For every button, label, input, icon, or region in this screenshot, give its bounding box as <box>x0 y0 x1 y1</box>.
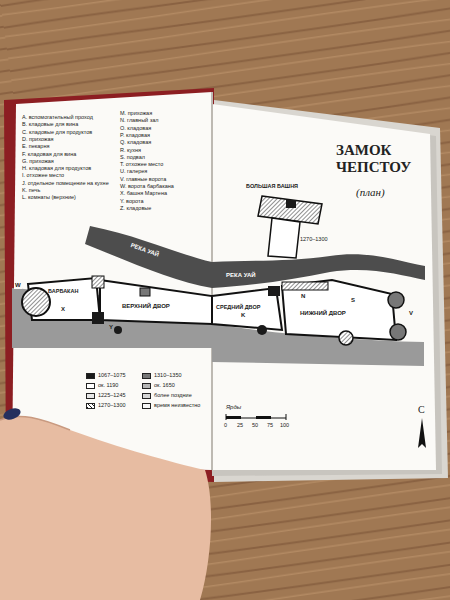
legend-swatch <box>86 383 95 389</box>
legend-text: 1067–1075 <box>98 372 126 378</box>
legend-text: 1310–1350 <box>154 372 182 378</box>
scale-label: 75 <box>267 422 273 428</box>
key-entry: Y. ворота <box>120 198 143 204</box>
key-entry: N. главный зал <box>120 117 158 123</box>
north-mark: С <box>418 404 425 416</box>
legend-text: время неизвестно <box>154 402 200 408</box>
key-entry: W. ворота барбакана <box>120 183 174 189</box>
key-entry: O. кладовая <box>120 125 151 131</box>
key-entry: J. отдельное помещение на кухне <box>22 180 109 186</box>
legend-text: более поздние <box>154 392 192 398</box>
key-entry: I. отхожее место <box>22 172 64 178</box>
subtitle: (план) <box>356 186 385 199</box>
key-entry: V. главные ворота <box>120 176 166 182</box>
legend-text: ок. 1650 <box>154 382 175 388</box>
key-entry: S. подвал <box>120 154 145 160</box>
legend-swatch <box>142 393 151 399</box>
scale-label: 100 <box>280 422 289 428</box>
key-entry: H. кладовая для продуктов <box>22 165 91 171</box>
legend-text: 1225–1245 <box>98 392 126 398</box>
key-entry: U. галерея <box>120 168 147 174</box>
key-entry: G. прихожая <box>22 158 54 164</box>
map-title: ЗАМОК ЧЕПСТОУ <box>336 142 426 177</box>
key-entry: R. кухня <box>120 147 141 153</box>
area-label: БАРБАКАН <box>48 288 78 294</box>
area-label: ВЕРХНИЙ ДВОР <box>122 303 170 310</box>
key-entry: D. прихожая <box>22 136 54 142</box>
key-entry: P. кладовая <box>120 132 150 138</box>
scale-label: 50 <box>252 422 258 428</box>
area-label: РЕКА УАЙ <box>226 272 256 279</box>
callout-letter: X <box>60 306 66 313</box>
area-label: СРЕДНИЙ ДВОР <box>216 304 260 310</box>
legend-swatch <box>142 403 151 409</box>
legend-swatch <box>86 393 95 399</box>
key-entry: C. кладовые для продуктов <box>22 129 92 135</box>
scale-label: 25 <box>237 422 243 428</box>
key-entry: F. кладовая для вина <box>22 151 76 157</box>
key-entry: T. отхожее место <box>120 161 163 167</box>
callout-letter: K <box>240 312 246 319</box>
legend-text: 1270–1300 <box>98 402 126 408</box>
legend-swatch <box>142 373 151 379</box>
key-entry: E. пекарня <box>22 143 49 149</box>
key-entry: A. вспомогательный проход <box>22 114 93 120</box>
key-entry: X. башня Мартена <box>120 190 167 196</box>
scale-label: 0 <box>224 422 227 428</box>
legend-swatch <box>86 373 95 379</box>
key-entry: L. комнаты (верхние) <box>22 194 76 200</box>
key-entry: Q. кладовая <box>120 139 151 145</box>
legend-swatch <box>86 403 95 409</box>
area-label: НИЖНИЙ ДВОР <box>300 310 346 317</box>
callout-letter: N <box>300 293 306 300</box>
area-label: БОЛЬШАЯ БАШНЯ <box>246 183 298 189</box>
key-entry: K. печь <box>22 187 40 193</box>
legend-swatch <box>142 383 151 389</box>
key-entry: M. прихожая <box>120 110 152 116</box>
callout-letter: Y <box>108 324 114 331</box>
key-entry: B. кладовые для вина <box>22 121 78 127</box>
key-entry: Z. кладовые <box>120 205 151 211</box>
legend-text: ок. 1190 <box>98 382 118 388</box>
callout-letter: S <box>350 297 356 304</box>
area-label: 1270–1300 <box>300 236 328 242</box>
callout-letter: V <box>408 310 414 317</box>
callout-letter: W <box>14 282 22 289</box>
scale-label: Ярды <box>226 404 241 411</box>
